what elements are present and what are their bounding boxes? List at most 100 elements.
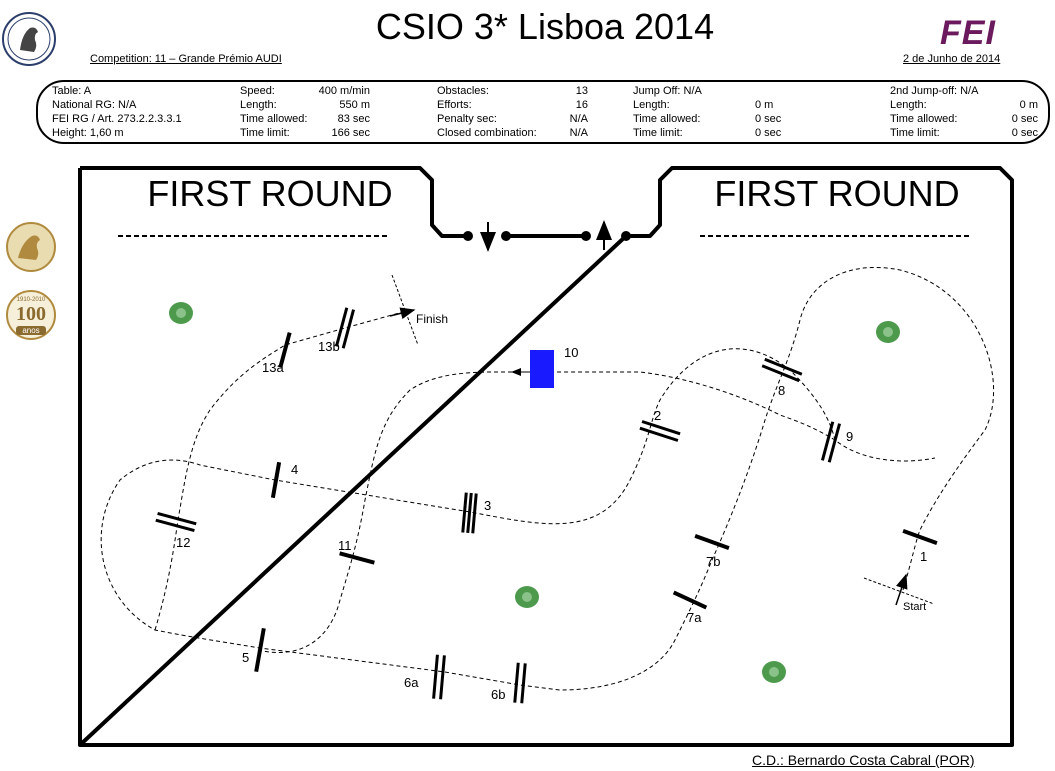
info-label: Time limit: bbox=[633, 127, 683, 139]
obstacle-6b-fence bbox=[513, 662, 527, 704]
equestrian-logo bbox=[6, 222, 56, 272]
info-label: Length: bbox=[890, 99, 927, 111]
bush-icon bbox=[515, 586, 539, 608]
info-label: Obstacles: bbox=[437, 85, 489, 97]
competition-name: Competition: 11 – Grande Prémio AUDI bbox=[90, 53, 282, 65]
obstacle-3-fence bbox=[461, 492, 478, 534]
course-track bbox=[100, 266, 995, 691]
course-track-2 bbox=[257, 371, 836, 654]
fei-logo: FEI bbox=[940, 14, 996, 52]
obstacle-label: 6b bbox=[491, 687, 505, 702]
obstacle-label: 4 bbox=[291, 462, 298, 477]
obstacle-label: 13b bbox=[318, 339, 340, 354]
info-2nd-jumpoff-time-allowed-value: 0 sec bbox=[1011, 113, 1038, 125]
obstacle-label: 1 bbox=[920, 549, 927, 564]
info-2nd-jumpoff-time-limit-value: 0 sec bbox=[1011, 127, 1038, 139]
badge-number: 100 bbox=[16, 303, 46, 325]
gate-post bbox=[621, 231, 631, 241]
info-col-1: Table: A National RG: N/A FEI RG / Art. … bbox=[52, 84, 182, 140]
obstacle-label: 7b bbox=[706, 554, 720, 569]
info-label: Time allowed: bbox=[633, 113, 701, 125]
start-arrow-icon bbox=[895, 573, 908, 606]
finish-arrow-icon bbox=[389, 307, 416, 320]
obstacle-6a-fence bbox=[432, 654, 446, 700]
obstacle-1-fence bbox=[902, 528, 938, 546]
info-jumpoff-time-allowed-value: 0 sec bbox=[755, 113, 782, 125]
info-jumpoff-length-value: 0 m bbox=[755, 99, 774, 111]
finish-line bbox=[391, 274, 419, 346]
gate-post bbox=[463, 231, 473, 241]
obstacle-label: 5 bbox=[242, 650, 249, 665]
right-round-heading: FIRST ROUND bbox=[714, 173, 959, 214]
obstacle-13a-fence bbox=[278, 332, 292, 368]
federation-seal-logo bbox=[2, 12, 56, 66]
obstacle-label: 6a bbox=[404, 675, 419, 690]
obstacle-8-fence bbox=[761, 357, 803, 383]
info-time-allowed-value: 83 sec bbox=[337, 113, 370, 125]
obstacle-7b-fence bbox=[694, 533, 730, 551]
info-obstacles-value: 13 bbox=[575, 85, 588, 97]
info-label: Time allowed: bbox=[890, 113, 958, 125]
left-round-heading: FIRST ROUND bbox=[147, 173, 392, 214]
info-label: Length: bbox=[633, 99, 670, 111]
info-col-3-labels: Obstacles: Efforts: Penalty sec: Closed … bbox=[437, 84, 537, 140]
obstacle-2-fence bbox=[639, 420, 681, 442]
info-national-rg: National RG: N/A bbox=[52, 99, 137, 111]
obstacle-7a-fence bbox=[672, 590, 708, 610]
centenary-badge: 1910-2010 100 anos bbox=[6, 290, 56, 340]
info-label: 2nd Jump-off: N/A bbox=[890, 85, 979, 97]
info-closed-combination-value: N/A bbox=[569, 127, 588, 139]
info-col-3-values: 13 16 N/A N/A bbox=[540, 84, 588, 140]
info-label: Penalty sec: bbox=[437, 113, 497, 125]
bush-icon bbox=[876, 321, 900, 343]
info-label: Efforts: bbox=[437, 99, 472, 111]
course-info-box bbox=[36, 80, 1050, 144]
info-speed-value: 400 m/min bbox=[318, 85, 370, 97]
obstacle-label: 13a bbox=[262, 360, 284, 375]
obstacle-label: 7a bbox=[687, 610, 702, 625]
info-label: Time limit: bbox=[890, 127, 940, 139]
obstacle-label: 10 bbox=[564, 345, 578, 360]
obstacle-12-fence bbox=[155, 511, 197, 533]
obstacle-label: 11 bbox=[338, 538, 352, 553]
badge-years: 1910-2010 bbox=[16, 297, 46, 303]
info-col-5-values: 0 m 0 sec 0 sec bbox=[990, 84, 1038, 140]
info-penalty-value: N/A bbox=[569, 113, 588, 125]
start-label: Start bbox=[903, 601, 926, 613]
info-time-limit-value: 166 sec bbox=[331, 127, 370, 139]
info-col-4-values: 0 m 0 sec 0 sec bbox=[755, 84, 781, 140]
course-designer: C.D.: Bernardo Costa Cabral (POR) bbox=[752, 752, 975, 768]
bush-icon bbox=[762, 661, 786, 683]
obstacle-label: 9 bbox=[846, 429, 853, 444]
gate-post bbox=[581, 231, 591, 241]
bush-icon bbox=[169, 302, 193, 324]
gate-post bbox=[501, 231, 511, 241]
info-col-5-labels: 2nd Jump-off: N/A Length: Time allowed: … bbox=[890, 84, 978, 140]
obstacle-10-water bbox=[530, 350, 554, 388]
info-col-4-labels: Jump Off: N/A Length: Time allowed: Time… bbox=[633, 84, 702, 140]
info-label: Jump Off: N/A bbox=[633, 85, 702, 97]
obstacle-13b-fence bbox=[334, 307, 356, 349]
info-label: Time allowed: bbox=[240, 113, 308, 125]
info-label: Closed combination: bbox=[437, 127, 537, 139]
info-label: Time limit: bbox=[240, 127, 290, 139]
info-col-2-values: 400 m/min 550 m 83 sec 166 sec bbox=[300, 84, 370, 140]
finish-label: Finish bbox=[416, 312, 448, 326]
obstacle-label: 2 bbox=[654, 408, 661, 423]
page-title: CSIO 3* Lisboa 2014 bbox=[375, 6, 715, 47]
info-2nd-jumpoff-length-value: 0 m bbox=[1019, 99, 1038, 111]
badge-sub: anos bbox=[16, 326, 46, 335]
competition-date: 2 de Junho de 2014 bbox=[903, 53, 1001, 65]
info-fei-rg: FEI RG / Art. 273.2.2.3.3.1 bbox=[52, 113, 182, 125]
info-efforts-value: 16 bbox=[575, 99, 588, 111]
info-label: Speed: bbox=[240, 85, 275, 97]
start-line bbox=[863, 577, 935, 605]
info-label: Length: bbox=[240, 99, 277, 111]
info-height: Height: 1,60 m bbox=[52, 127, 124, 139]
obstacle-label: 12 bbox=[176, 535, 190, 550]
info-length-value: 550 m bbox=[339, 99, 370, 111]
obstacle-4-fence bbox=[270, 461, 282, 499]
course-track-3 bbox=[154, 309, 411, 631]
obstacle-label: 3 bbox=[484, 498, 491, 513]
